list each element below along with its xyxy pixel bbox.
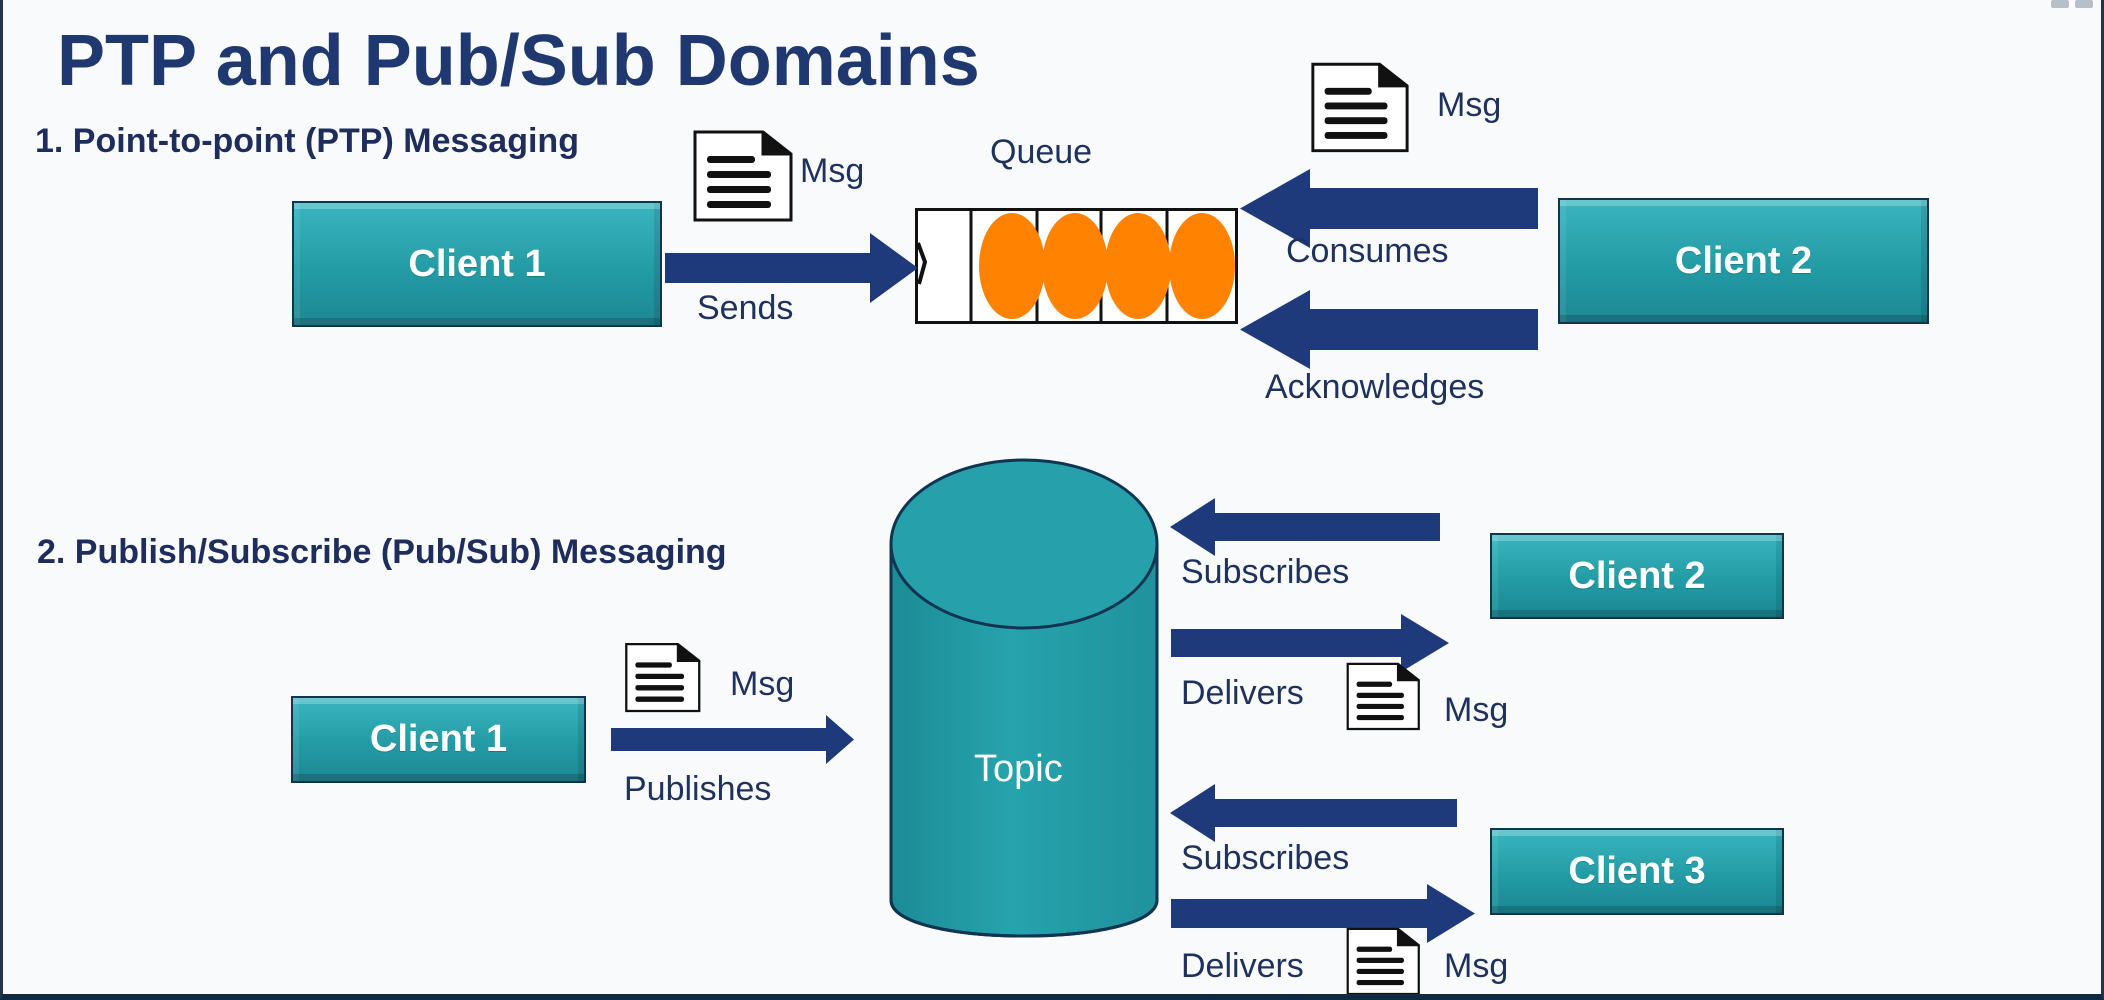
subscribes-top-label: Subscribes (1181, 553, 1350, 591)
acknowledges-arrow-icon (1240, 290, 1538, 369)
queue-label: Queue (990, 133, 1093, 171)
queued-message-3 (1105, 213, 1171, 319)
ptp-client-2: Client 2 (1558, 198, 1929, 324)
publishes-arrow-icon (611, 715, 854, 764)
delivers-top-arrow-icon (1171, 614, 1449, 672)
pubsub-section-heading: 2. Publish/Subscribe (Pub/Sub) Messaging (37, 533, 727, 571)
delivers-bottom-label: Delivers (1181, 947, 1304, 985)
subscribes-bottom-arrow-icon (1170, 784, 1457, 842)
publishes-label: Publishes (624, 770, 772, 808)
topic-cylinder-icon (889, 458, 1159, 986)
corner-control-left (2051, 0, 2069, 8)
acknowledges-label: Acknowledges (1265, 368, 1485, 406)
pubsub-client-1: Client 1 (291, 696, 586, 783)
deliver-top-msg-label: Msg (1444, 691, 1509, 729)
sends-label: Sends (697, 289, 794, 327)
ptp-msg-document-icon (687, 124, 797, 224)
deliver-bottom-msg-document-icon (1341, 923, 1424, 994)
queue-container (915, 208, 1238, 324)
sends-arrow-icon (665, 233, 918, 303)
deliver-bottom-msg-label: Msg (1444, 947, 1509, 985)
topic-label: Topic (974, 748, 1063, 790)
queued-message-4 (1169, 213, 1235, 319)
delivers-top-label: Delivers (1181, 674, 1304, 712)
deliver-top-msg-document-icon (1341, 658, 1424, 732)
publish-msg-document-icon (619, 638, 705, 714)
consumes-label: Consumes (1286, 232, 1449, 270)
subscribes-top-arrow-icon (1170, 498, 1440, 556)
ptp-msg-right-document-icon (1305, 56, 1413, 155)
consumes-arrow-icon (1240, 169, 1538, 248)
page-title: PTP and Pub/Sub Domains (57, 21, 980, 101)
pubsub-client-3: Client 3 (1490, 828, 1784, 915)
ptp-msg-right-label: Msg (1437, 86, 1502, 124)
subscribes-bottom-label: Subscribes (1181, 839, 1350, 877)
delivers-bottom-arrow-icon (1171, 884, 1475, 943)
ptp-client-1: Client 1 (292, 201, 662, 327)
queued-message-1 (979, 213, 1045, 319)
pubsub-client-2: Client 2 (1490, 533, 1784, 619)
ptp-section-heading: 1. Point-to-point (PTP) Messaging (35, 122, 579, 160)
publish-msg-label: Msg (730, 665, 795, 703)
window-corner-controls (2045, 0, 2093, 8)
queued-message-2 (1042, 213, 1108, 319)
ptp-msg-left-label: Msg (800, 152, 865, 190)
corner-control-right (2075, 0, 2093, 8)
